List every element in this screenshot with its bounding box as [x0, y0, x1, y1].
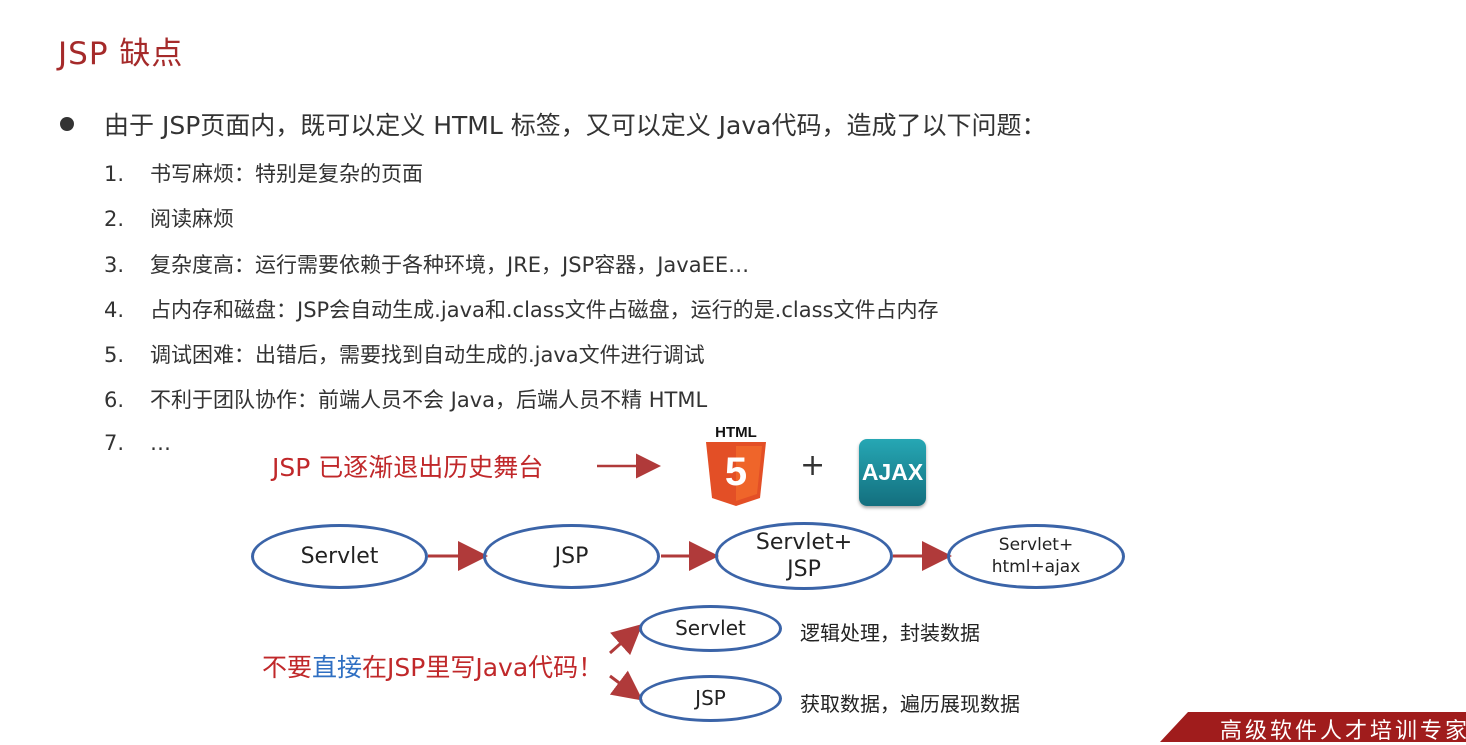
- list-item: 1.书写麻烦：特别是复杂的页面: [104, 162, 423, 186]
- list-item: 2.阅读麻烦: [104, 207, 234, 231]
- jsp-note: 获取数据，遍历展现数据: [800, 692, 1020, 716]
- html5-digit: 5: [724, 450, 748, 494]
- flow-node-servlet-html-ajax: Servlet+html+ajax: [947, 524, 1125, 589]
- list-item: 5.调试困难：出错后，需要找到自动生成的.java文件进行调试: [104, 343, 705, 367]
- html5-logo: HTML 5: [700, 424, 772, 510]
- ajax-label: AJAX: [861, 459, 924, 485]
- retire-text: JSP 已逐渐退出历史舞台: [272, 453, 544, 482]
- list-item: 4.占内存和磁盘：JSP会自动生成.java和.class文件占磁盘，运行的是.…: [104, 298, 939, 322]
- role-node-jsp: JSP: [639, 675, 782, 722]
- split-arrow-up: [609, 624, 643, 656]
- flow-node-servlet-jsp: Servlet+JSP: [715, 522, 893, 590]
- servlet-note: 逻辑处理，封装数据: [800, 621, 980, 645]
- plus-sign: +: [800, 448, 826, 483]
- page-title: JSP 缺点: [58, 36, 184, 72]
- role-node-servlet: Servlet: [639, 605, 782, 652]
- flow-node-servlet: Servlet: [251, 524, 428, 589]
- bullet-icon: [60, 117, 74, 131]
- ajax-logo: AJAX: [859, 439, 926, 506]
- html5-shield-icon: [706, 442, 766, 506]
- list-item: 3.复杂度高：运行需要依赖于各种环境，JRE，JSP容器，JavaEE…: [104, 253, 750, 277]
- split-arrow-down: [609, 670, 643, 701]
- warning-text: 不要直接在JSP里写Java代码！: [262, 653, 604, 682]
- list-item: 6.不利于团队协作：前端人员不会 Java，后端人员不精 HTML: [104, 388, 708, 412]
- flow-node-jsp: JSP: [483, 524, 660, 589]
- html5-label: HTML: [715, 424, 757, 441]
- footer-slogan: 高级软件人才培训专家: [1220, 719, 1466, 744]
- list-item: 7.…: [104, 431, 171, 455]
- bullet-text: 由于 JSP页面内，既可以定义 HTML 标签，又可以定义 Java代码，造成了…: [104, 111, 1047, 140]
